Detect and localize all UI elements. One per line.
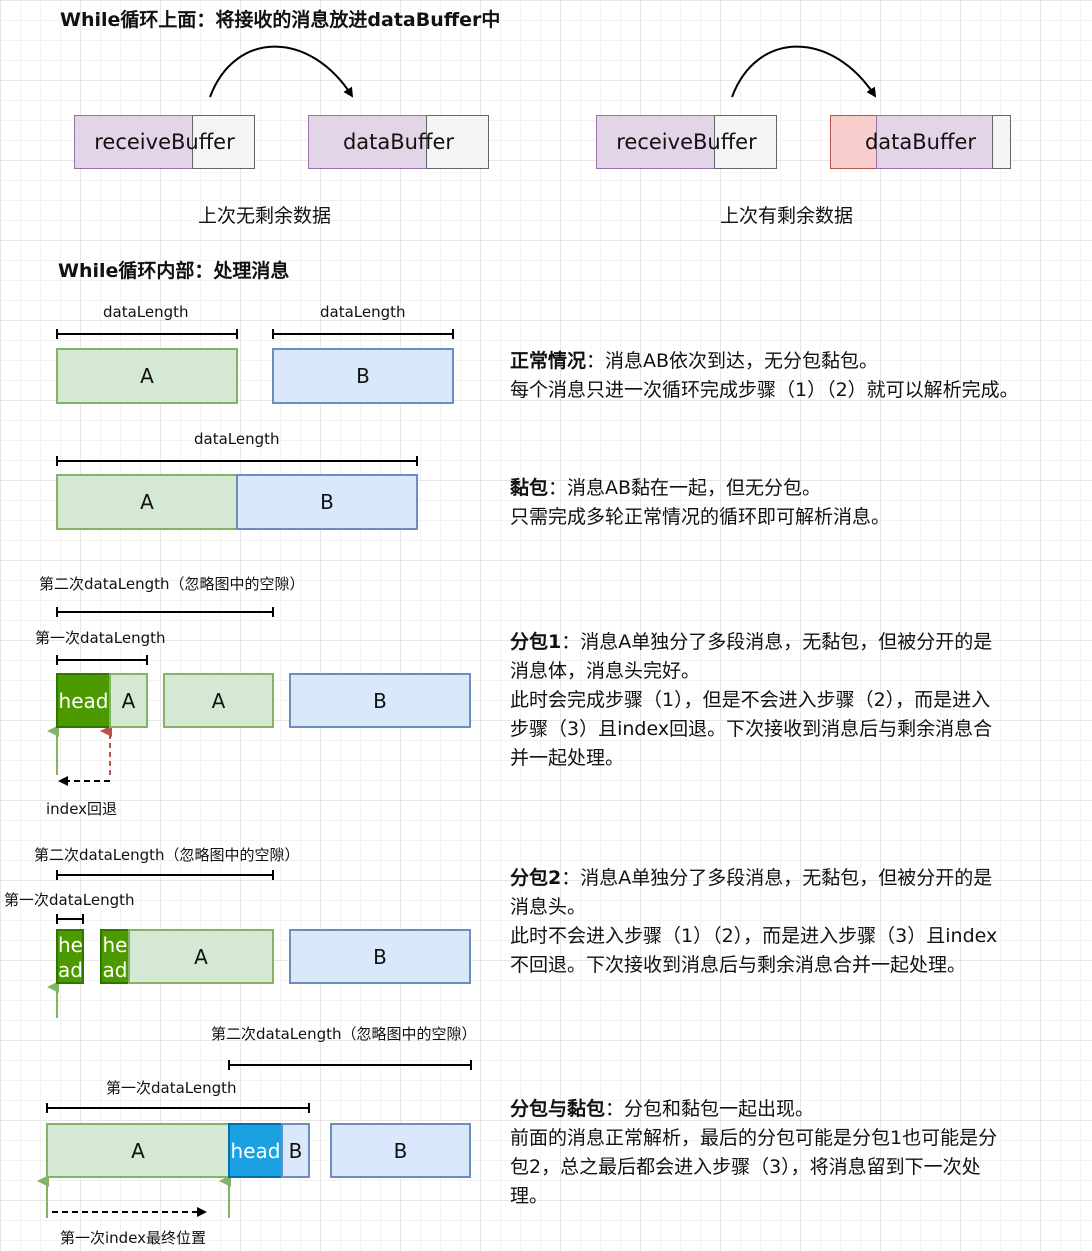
data-buffer-right-empty — [992, 115, 1011, 169]
desc-split1-line4: 步骤（3）且index回退。下次接收到消息后与剩余消息合 — [510, 718, 993, 740]
msg-a-sticky: A — [56, 474, 238, 530]
dim-label-first-split2: 第一次dataLength — [4, 891, 135, 909]
head-part2-split2: he ad — [100, 929, 130, 984]
dim-label-a: dataLength — [103, 303, 189, 321]
msg-a-part1-split1: A — [109, 673, 148, 728]
desc-split2-line3: 此时不会进入步骤（1）（2），而是进入步骤（3）且index — [510, 925, 998, 947]
heading-inner: While循环内部：处理消息 — [58, 260, 290, 282]
data-buffer-left-empty — [426, 115, 489, 169]
desc-sticky-text1: ：消息AB黏在一起，但无分包。 — [548, 477, 822, 499]
desc-split2-line4: 不回退。下次接收到消息后与剩余消息合并一起处理。 — [510, 954, 967, 976]
curve-arrow-right — [731, 45, 877, 98]
receive-buffer-left-label: receiveBuffer — [94, 130, 235, 154]
head-part1-ad: ad — [58, 958, 83, 982]
desc-split2-text1: ：消息A单独分了多段消息，无黏包，但被分开的是 — [561, 867, 993, 889]
desc-mixed-line4: 理。 — [510, 1185, 549, 1207]
msg-a-normal: A — [56, 348, 238, 404]
desc-split1: 分包1：消息A单独分了多段消息，无黏包，但被分开的是 消息体，消息头完好。 此时… — [510, 628, 1080, 773]
dim-normal — [56, 329, 454, 339]
desc-sticky-line1: 黏包：消息AB黏在一起，但无分包。 — [510, 474, 1080, 503]
desc-split1-line5: 并一起处理。 — [510, 747, 625, 769]
desc-split2: 分包2：消息A单独分了多段消息，无黏包，但被分开的是 消息头。 此时不会进入步骤… — [510, 864, 1080, 980]
data-buffer-left — [308, 115, 428, 169]
data-buffer-right — [876, 115, 994, 169]
desc-split1-line3: 此时会完成步骤（1），但是不会进入步骤（2），而是进入 — [510, 689, 991, 711]
receive-buffer-right — [596, 115, 716, 169]
desc-normal-line2: 每个消息只进一次循环完成步骤（1）（2）就可以解析完成。 — [510, 379, 1019, 401]
desc-split1-line1: 分包1：消息A单独分了多段消息，无黏包，但被分开的是 — [510, 628, 1080, 657]
head-part1-split2: he ad — [56, 929, 84, 984]
dim-label-second-split2: 第二次dataLength（忽略图中的空隙） — [34, 846, 300, 864]
desc-sticky-title: 黏包 — [510, 477, 549, 499]
dim-mixed — [46, 1060, 472, 1113]
msg-b-mixed: B — [330, 1123, 471, 1178]
desc-mixed-line2: 前面的消息正常解析，最后的分包可能是分包1也可能是分 — [510, 1127, 998, 1149]
desc-split1-text1: ：消息A单独分了多段消息，无黏包，但被分开的是 — [561, 631, 993, 653]
dim-label-b: dataLength — [320, 303, 406, 321]
msg-b-sticky: B — [236, 474, 418, 530]
dim-split1 — [56, 607, 274, 665]
head-part1-he: he — [58, 933, 83, 957]
dim-sticky — [56, 456, 418, 466]
msg-b-split2: B — [289, 929, 471, 984]
desc-sticky: 黏包：消息AB黏在一起，但无分包。 只需完成多轮正常情况的循环即可解析消息。 — [510, 474, 1080, 532]
msg-a-split2: A — [128, 929, 274, 984]
head-part2-he: he — [102, 933, 128, 957]
msg-b-split1: B — [289, 673, 471, 728]
caption-has-remaining: 上次有剩余数据 — [720, 205, 854, 227]
receive-buffer-left-empty — [192, 115, 255, 169]
curve-arrow-left — [209, 45, 354, 98]
head-mixed: head — [228, 1123, 283, 1178]
head-split1: head — [56, 673, 111, 728]
desc-split2-title: 分包2 — [510, 867, 562, 889]
dim-split2 — [56, 870, 274, 924]
desc-mixed: 分包与黏包：分包和黏包一起出现。 前面的消息正常解析，最后的分包可能是分包1也可… — [510, 1095, 1080, 1211]
desc-split2-line1: 分包2：消息A单独分了多段消息，无黏包，但被分开的是 — [510, 864, 1080, 893]
data-buffer-left-label: dataBuffer — [342, 130, 455, 154]
msg-a-mixed: A — [46, 1123, 230, 1178]
desc-normal-text1: ：消息AB依次到达，无分包黏包。 — [586, 350, 879, 372]
desc-mixed-title: 分包与黏包 — [510, 1098, 606, 1120]
desc-normal-title: 正常情况 — [510, 350, 587, 372]
desc-split1-title: 分包1 — [510, 631, 562, 653]
msg-b-normal: B — [272, 348, 454, 404]
receive-buffer-right-label: receiveBuffer — [616, 130, 757, 154]
receive-buffer-left — [74, 115, 194, 169]
desc-mixed-text1: ：分包和黏包一起出现。 — [605, 1098, 815, 1120]
receive-buffer-right-empty — [714, 115, 777, 169]
desc-normal-line1: 正常情况：消息AB依次到达，无分包黏包。 — [510, 347, 1080, 376]
desc-split1-line2: 消息体，消息头完好。 — [510, 660, 701, 682]
index-final-label: 第一次index最终位置 — [60, 1229, 207, 1247]
dim-label-second-split1: 第二次dataLength（忽略图中的空隙） — [39, 575, 305, 593]
dim-label-sticky: dataLength — [194, 430, 280, 448]
head-part2-ad: ad — [102, 958, 128, 982]
desc-normal: 正常情况：消息AB依次到达，无分包黏包。 每个消息只进一次循环完成步骤（1）（2… — [510, 347, 1080, 405]
msg-b-part-mixed: B — [281, 1123, 310, 1178]
heading-top: While循环上面：将接收的消息放进dataBuffer中 — [60, 9, 501, 31]
desc-mixed-line1: 分包与黏包：分包和黏包一起出现。 — [510, 1095, 1080, 1124]
dim-label-first-split1: 第一次dataLength — [35, 629, 166, 647]
dim-label-first-mixed: 第一次dataLength — [106, 1079, 237, 1097]
data-buffer-right-label: dataBuffer — [864, 130, 977, 154]
caption-no-remaining: 上次无剩余数据 — [198, 205, 332, 227]
msg-a-part2-split1: A — [163, 673, 274, 728]
desc-mixed-line3: 包2，总之最后都会进入步骤（3），将消息留到下一次处 — [510, 1156, 981, 1178]
desc-sticky-line2: 只需完成多轮正常情况的循环即可解析消息。 — [510, 506, 891, 528]
index-back-label: index回退 — [46, 800, 118, 818]
desc-split2-line2: 消息头。 — [510, 896, 587, 918]
dim-label-second-mixed: 第二次dataLength（忽略图中的空隙） — [211, 1025, 477, 1043]
